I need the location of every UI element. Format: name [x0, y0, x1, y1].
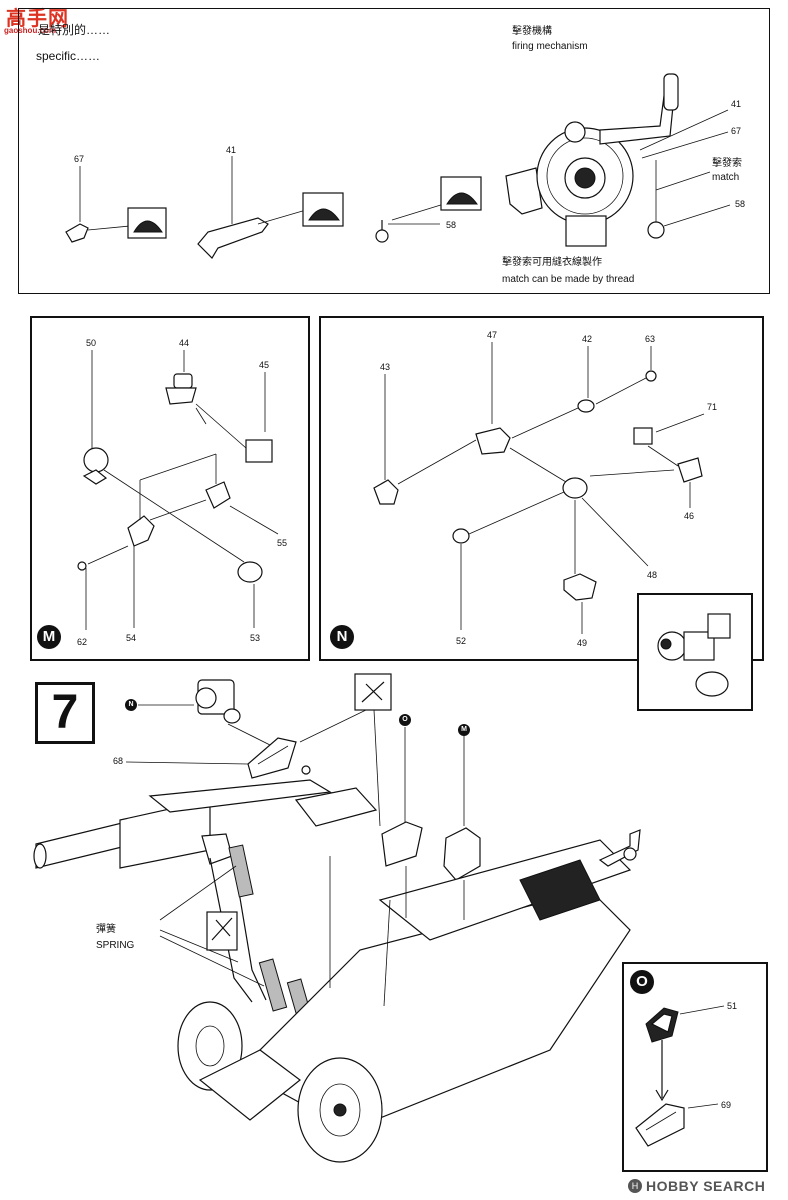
panel-o [622, 962, 768, 1172]
part-label-68: 68 [113, 756, 124, 766]
panel-o-label-51: 51 [727, 1001, 738, 1011]
assembly-n-subpart [195, 679, 241, 724]
step7-number: 7 [51, 686, 79, 739]
firing-mechanism-en: firing mechanism [512, 41, 588, 52]
panel-n-badge: N [330, 625, 354, 649]
panel-n-label-63: 63 [645, 334, 656, 344]
callout-o-badge: O [399, 714, 411, 726]
hobby-search-icon: H [628, 1179, 642, 1193]
callout-n-badge: N [125, 699, 137, 711]
match-label-cn: 擊發索 [712, 158, 742, 169]
firing-mechanism-cn: 擊發機構 [512, 26, 552, 37]
firing-mechanism-assembly [505, 73, 731, 247]
panel-n-label-47: 47 [487, 330, 498, 340]
panel-n-label-49: 49 [577, 638, 588, 648]
part-label-67-assembly: 67 [731, 126, 742, 136]
top-section-drawing [65, 73, 731, 259]
panel-m-label-53: 53 [250, 633, 261, 643]
panel-n [319, 316, 764, 661]
part-58-drawing [375, 176, 482, 243]
panel-m-label-45: 45 [259, 360, 270, 370]
hobby-search-logo: H HOBBY SEARCH [628, 1176, 784, 1196]
panel-n-label-43: 43 [380, 362, 391, 372]
panel-m-label-62: 62 [77, 637, 88, 647]
part-label-58: 58 [446, 220, 457, 230]
special-label-cn: 是特別的…… [38, 23, 111, 37]
watermark-logo-text: 高手网 [6, 8, 69, 30]
top-section-frame [18, 8, 770, 294]
spring-label-cn: 彈簧 [96, 924, 116, 935]
thread-note-en: match can be made by thread [502, 274, 635, 285]
panel-m [30, 316, 310, 661]
part-label-67: 67 [74, 154, 85, 164]
panel-m-label-50: 50 [86, 338, 97, 348]
callout-m-badge: M [458, 724, 470, 736]
panel-m-badge: M [37, 625, 61, 649]
thread-note-cn: 擊發索可用縫衣線製作 [502, 257, 602, 268]
panel-o-badge: O [630, 970, 654, 994]
hobby-search-text: HOBBY SEARCH [646, 1178, 766, 1194]
panel-m-label-55: 55 [277, 538, 288, 548]
part-label-41: 41 [226, 145, 237, 155]
panel-n-label-42: 42 [582, 334, 593, 344]
panel-n-label-71: 71 [707, 402, 718, 412]
part-67-drawing [65, 166, 167, 243]
watermark-logo: 高手网 gaoshou.com [2, 2, 74, 40]
panel-m-label-54: 54 [126, 633, 137, 643]
part-68-drawing [247, 737, 311, 779]
spring-label-en: SPRING [96, 940, 135, 951]
panel-m-label-44: 44 [179, 338, 190, 348]
watermark-url: gaoshou.com [4, 26, 57, 35]
panel-n-label-48: 48 [647, 570, 658, 580]
part-41-drawing [197, 156, 344, 259]
panel-n-label-46: 46 [684, 511, 695, 521]
special-label-en: specific…… [36, 49, 101, 63]
part-label-41-assembly: 41 [731, 99, 742, 109]
match-label-en: match [712, 172, 740, 183]
step7-number-box [35, 682, 95, 744]
part-label-58-assembly: 58 [735, 199, 746, 209]
panel-n-label-52: 52 [456, 636, 467, 646]
panel-o-label-69: 69 [721, 1100, 732, 1110]
